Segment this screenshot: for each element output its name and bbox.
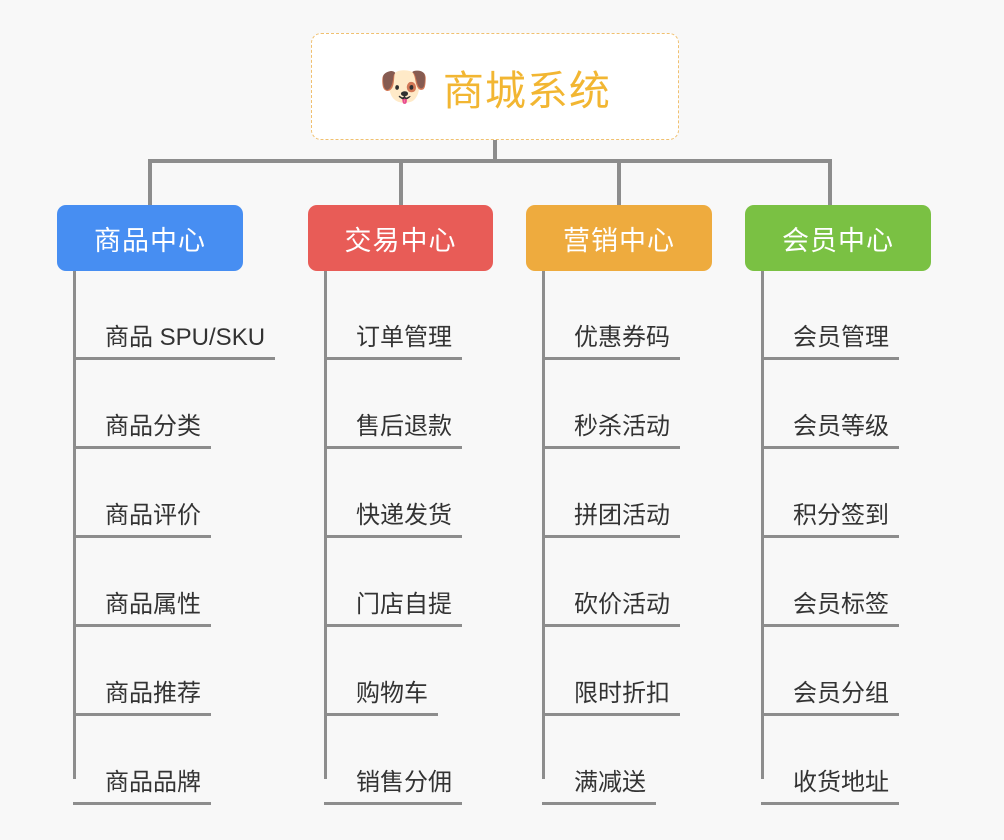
list-item[interactable]: 砍价活动 [542, 538, 680, 627]
branch-member-center: 会员中心 会员管理 会员等级 积分签到 会员标签 会员分组 收货地址 [745, 205, 931, 805]
branch-header-product-center[interactable]: 商品中心 [57, 205, 243, 271]
list-item[interactable]: 满减送 [542, 716, 680, 805]
leaf-label: 商品 SPU/SKU [73, 324, 276, 360]
branch-header-trade-center[interactable]: 交易中心 [308, 205, 493, 271]
leaf-label: 秒杀活动 [542, 413, 680, 449]
list-item[interactable]: 商品 SPU/SKU [73, 271, 276, 360]
leaf-label: 购物车 [324, 680, 438, 716]
root-title: 商城系统 [442, 67, 611, 114]
connector-drop-branch-0 [148, 159, 152, 205]
leaf-label: 收货地址 [761, 769, 899, 805]
leaf-list-product-center: 商品 SPU/SKU 商品分类 商品评价 商品属性 商品推荐 商品品牌 [73, 271, 276, 805]
leaf-label: 砍价活动 [542, 591, 680, 627]
connector-drop-branch-2 [617, 159, 621, 205]
branch-marketing-center: 营销中心 优惠券码 秒杀活动 拼团活动 砍价活动 限时折扣 满减送 [526, 205, 712, 805]
list-item[interactable]: 销售分佣 [324, 716, 462, 805]
list-item[interactable]: 会员等级 [761, 360, 899, 449]
branch-header-marketing-center[interactable]: 营销中心 [526, 205, 712, 271]
connector-drop-branch-1 [399, 159, 403, 205]
shiba-dog-emoji-icon: 🐶 [379, 64, 429, 109]
list-item[interactable]: 订单管理 [324, 271, 462, 360]
leaf-label: 拼团活动 [542, 502, 680, 538]
leaf-label: 优惠券码 [542, 324, 680, 360]
list-item[interactable]: 限时折扣 [542, 627, 680, 716]
leaf-label: 商品分类 [73, 413, 211, 449]
list-item[interactable]: 优惠券码 [542, 271, 680, 360]
leaf-label: 订单管理 [324, 324, 462, 360]
list-item[interactable]: 商品品牌 [73, 716, 275, 805]
connector-root-stem [493, 140, 497, 162]
list-item[interactable]: 商品分类 [73, 360, 275, 449]
branch-trade-center: 交易中心 订单管理 售后退款 快递发货 门店自提 购物车 销售分佣 [308, 205, 493, 805]
leaf-label: 售后退款 [324, 413, 462, 449]
leaf-label: 会员管理 [761, 324, 899, 360]
leaf-list-trade-center: 订单管理 售后退款 快递发货 门店自提 购物车 销售分佣 [324, 271, 462, 805]
leaf-label: 限时折扣 [542, 680, 680, 716]
root-node[interactable]: 🐶 商城系统 [311, 33, 679, 140]
list-item[interactable]: 会员分组 [761, 627, 899, 716]
list-item[interactable]: 售后退款 [324, 360, 462, 449]
leaf-label: 门店自提 [324, 591, 462, 627]
branch-spine [73, 271, 76, 779]
list-item[interactable]: 会员管理 [761, 271, 899, 360]
list-item[interactable]: 购物车 [324, 627, 462, 716]
branch-spine [542, 271, 545, 779]
leaf-label: 会员分组 [761, 680, 899, 716]
leaf-label: 商品评价 [73, 502, 211, 538]
list-item[interactable]: 商品推荐 [73, 627, 275, 716]
leaf-label: 销售分佣 [324, 769, 462, 805]
connector-drop-branch-3 [828, 159, 832, 205]
leaf-label: 商品品牌 [73, 769, 211, 805]
leaf-list-member-center: 会员管理 会员等级 积分签到 会员标签 会员分组 收货地址 [761, 271, 899, 805]
list-item[interactable]: 积分签到 [761, 449, 899, 538]
list-item[interactable]: 门店自提 [324, 538, 462, 627]
branch-spine [324, 271, 327, 779]
list-item[interactable]: 商品属性 [73, 538, 275, 627]
leaf-list-marketing-center: 优惠券码 秒杀活动 拼团活动 砍价活动 限时折扣 满减送 [542, 271, 680, 805]
list-item[interactable]: 秒杀活动 [542, 360, 680, 449]
leaf-label: 商品属性 [73, 591, 211, 627]
list-item[interactable]: 会员标签 [761, 538, 899, 627]
list-item[interactable]: 收货地址 [761, 716, 899, 805]
list-item[interactable]: 拼团活动 [542, 449, 680, 538]
leaf-label: 快递发货 [324, 502, 462, 538]
leaf-label: 商品推荐 [73, 680, 211, 716]
branch-header-member-center[interactable]: 会员中心 [745, 205, 931, 271]
leaf-label: 满减送 [542, 769, 656, 805]
leaf-label: 会员标签 [761, 591, 899, 627]
branch-spine [761, 271, 764, 779]
leaf-label: 积分签到 [761, 502, 899, 538]
connector-horizontal-bus [148, 159, 832, 163]
branch-product-center: 商品中心 商品 SPU/SKU 商品分类 商品评价 商品属性 商品推荐 商品品牌 [57, 205, 276, 805]
leaf-label: 会员等级 [761, 413, 899, 449]
list-item[interactable]: 商品评价 [73, 449, 275, 538]
list-item[interactable]: 快递发货 [324, 449, 462, 538]
